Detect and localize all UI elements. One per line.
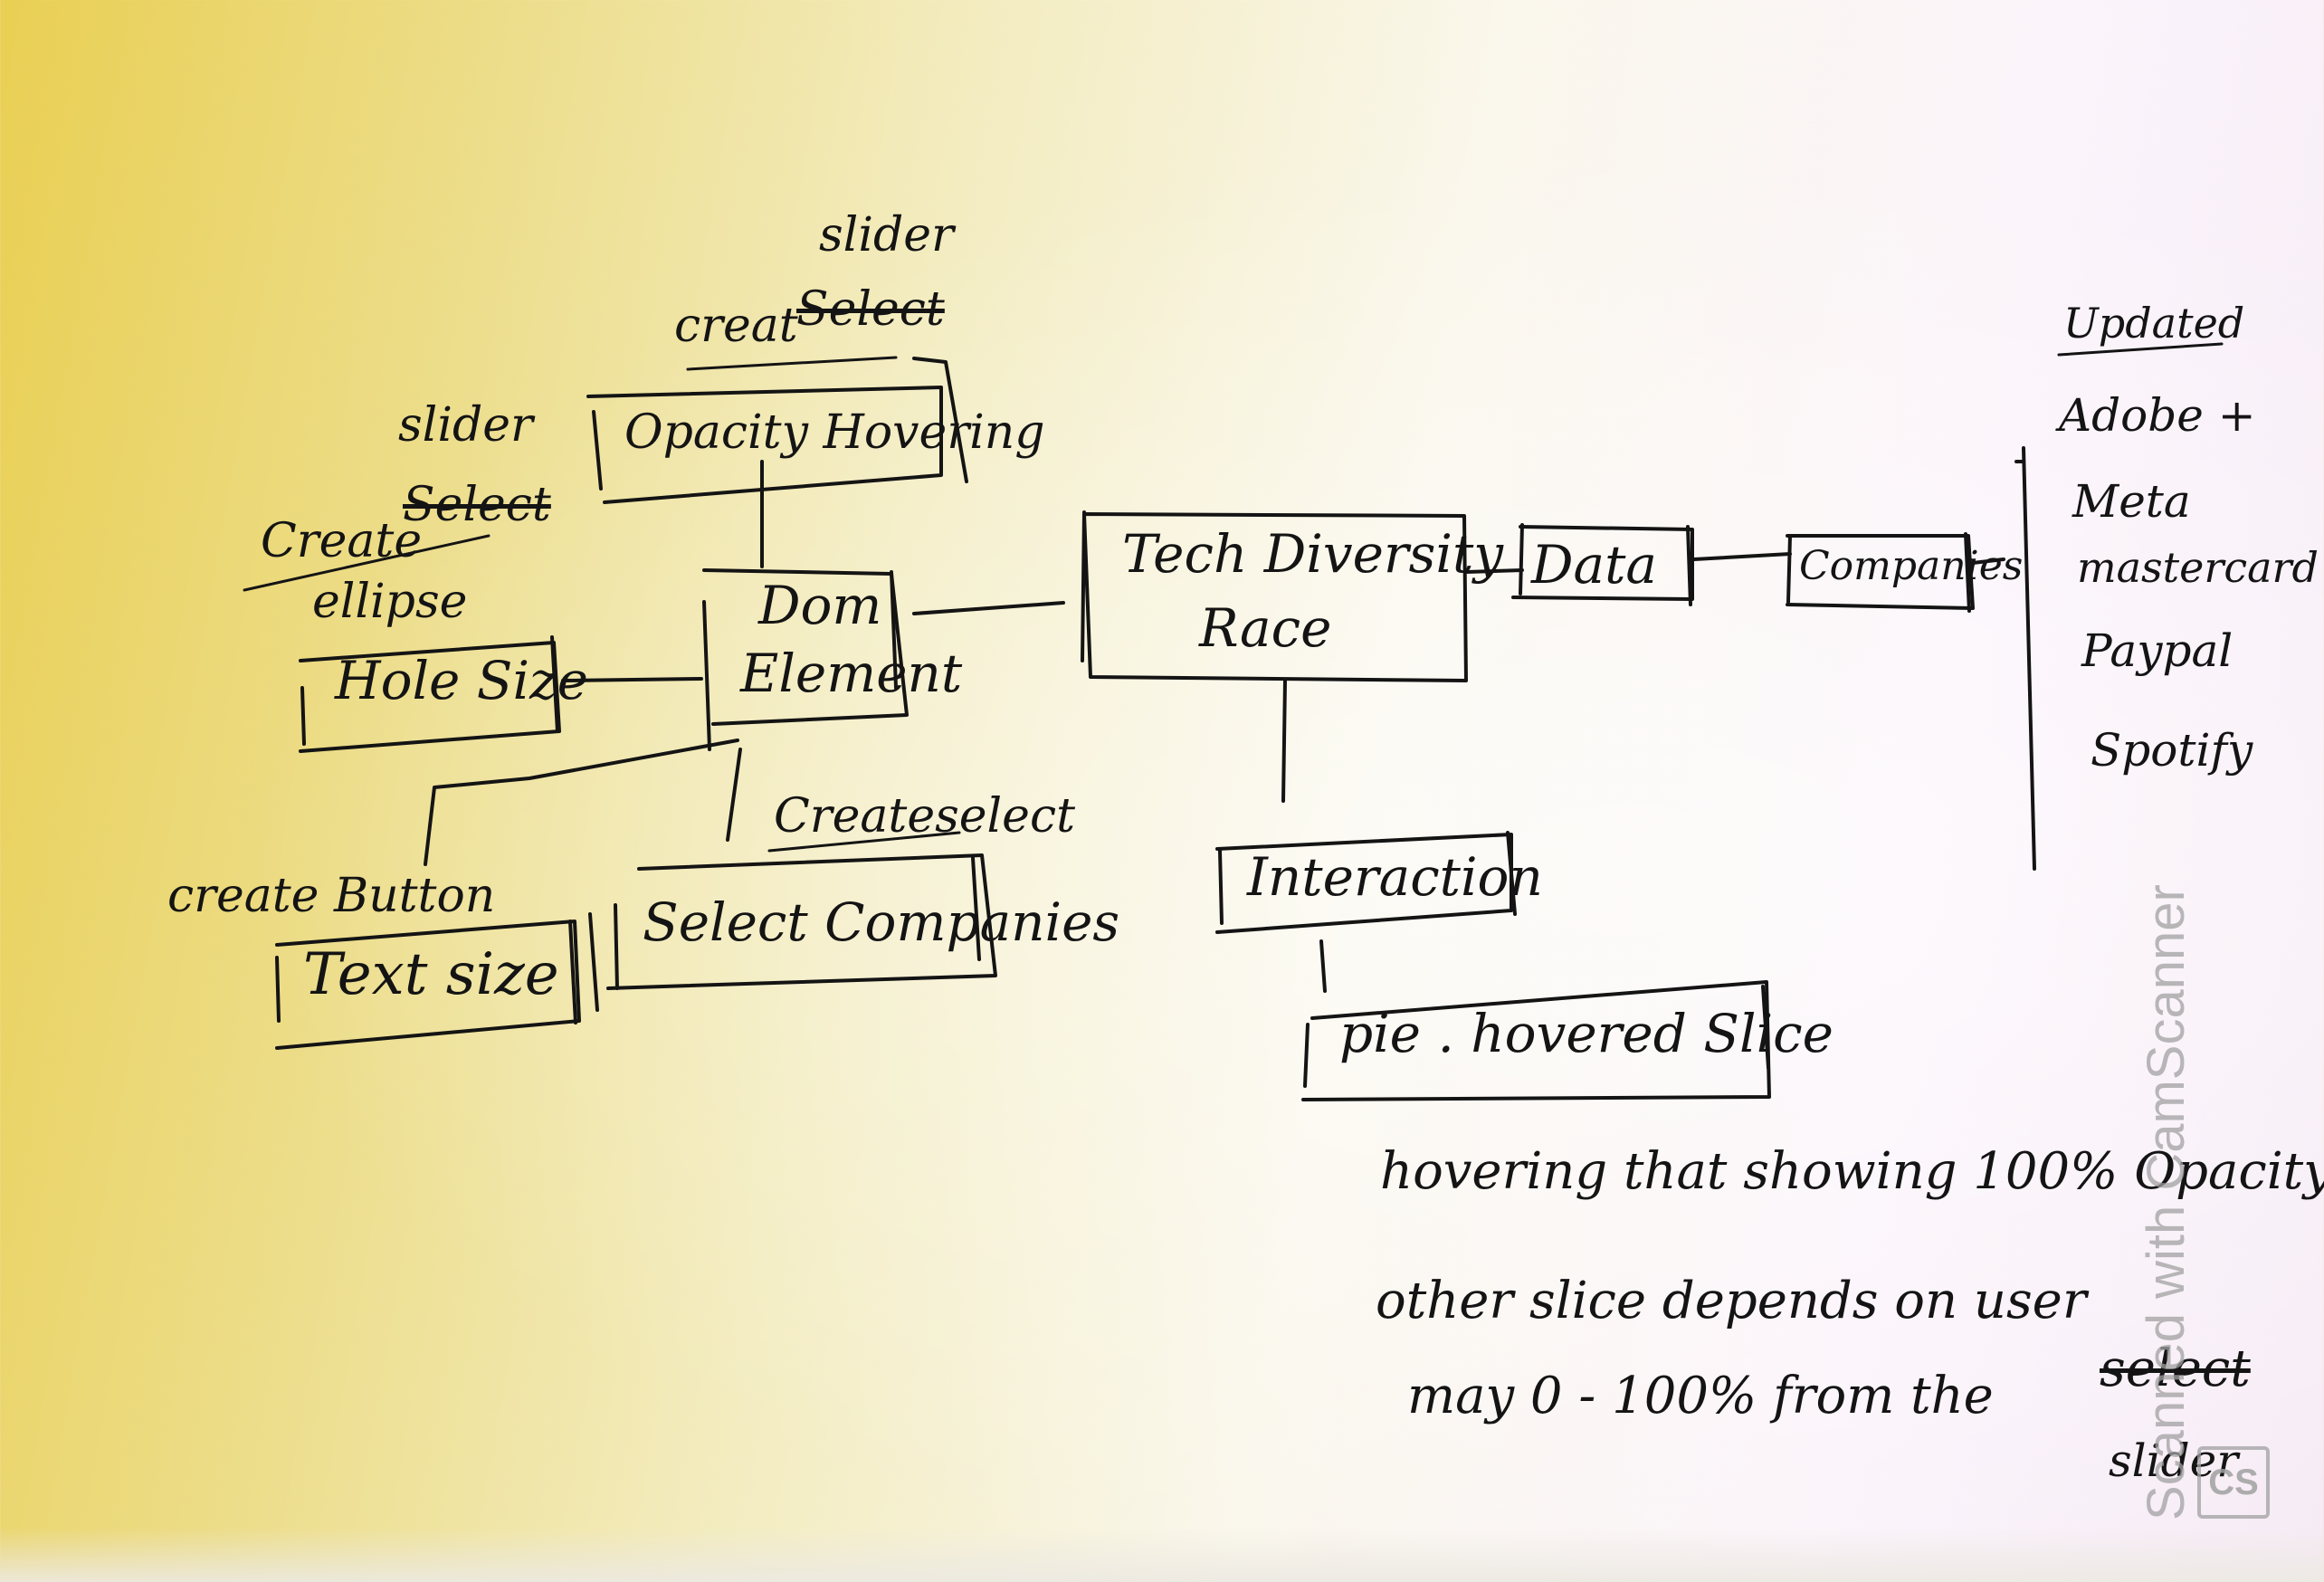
hole-annotation-create: Create [261,514,423,568]
edge-data-companies [1692,552,1792,561]
dom-element-outline [702,568,909,751]
note-line3: may 0 - 100% from the [1407,1367,1994,1425]
opacity-annotation-slider: slider [819,208,954,262]
edge-dom-center [912,601,1065,615]
camscanner-watermark: Scanned with CamScanner [2137,884,2195,1520]
text-size-node: Text size [303,941,559,1008]
underline-opacity [686,356,898,371]
edge-dom-hole [561,677,703,682]
companies-box-outline [1786,532,1975,613]
note-line3-struck: select [2100,1339,2251,1398]
opacity-hovering-node: Opacity Hovering [624,405,1045,460]
opacity-box-outline [586,357,968,504]
hole-size-node: Hole Size [335,650,588,711]
underline-hole [243,534,491,592]
select-companies-node: Select Companies [643,891,1120,953]
data-box-outline [1511,523,1694,606]
hole-annotation-ellipse: ellipse [312,575,468,629]
companies-node: Companies [1799,543,2024,589]
underline-updated [2057,342,2224,357]
underline-select [767,831,961,853]
note-line2: other slice depends on user [1376,1272,2087,1330]
company-item: Adobe + [2059,389,2256,442]
note-line3-slider: slider [2109,1434,2239,1487]
company-item: Spotify [2091,724,2253,777]
camscanner-logo-icon: CS [2197,1446,2270,1519]
opacity-annotation-create: creat [674,299,798,353]
company-item: Paypal [2081,624,2234,677]
text-size-annotation: create Button [167,869,496,923]
center-box-outline [1081,510,1468,682]
dom-element-line1: Dom [758,575,882,636]
paper-edge [0,1528,2324,1582]
note-line1: hovering that showing 100% Opacity [1380,1142,2324,1201]
hole-annotation-slider: slider [398,398,533,453]
edge-center-interaction [1281,679,1287,803]
opacity-annotation-struck: Select [796,282,945,337]
companies-bracket [2014,446,2036,871]
pie-hovered-slice-node: pie . hovered Slice [1339,1003,1833,1064]
edge-companies-list [1971,558,2005,565]
company-item: mastercard [2077,543,2319,592]
center-node-line2: Race [1199,597,1332,659]
edge-dom-text [424,739,739,866]
text-size-outline [275,912,599,1050]
hole-size-outline [299,635,561,753]
data-node: Data [1531,534,1657,596]
dom-element-line2: Element [740,643,963,704]
pie-slice-outline [1301,980,1771,1101]
company-item: Meta [2072,475,2191,528]
edge-interaction-pie [1319,939,1327,993]
interaction-node: Interaction [1247,846,1543,908]
select-companies-annotation: Createselect [774,789,1075,843]
edge-dom-select [726,748,742,842]
hole-annotation-struck: Select [403,478,551,532]
edge-center-data [1464,568,1524,574]
select-companies-outline [606,853,997,990]
companies-list-heading: Updated [2063,299,2245,348]
center-node-line1: Tech Diversity [1122,523,1504,585]
interaction-outline [1215,831,1517,934]
